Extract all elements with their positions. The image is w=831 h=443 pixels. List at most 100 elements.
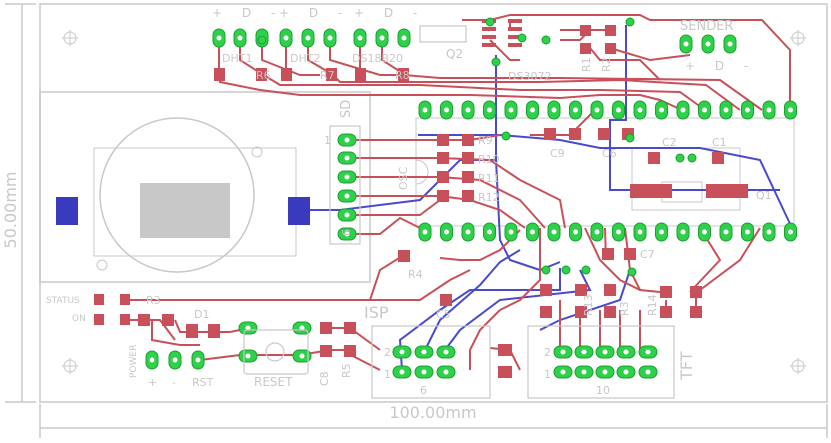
mcu-bottom-pin xyxy=(569,222,582,242)
reset-pin xyxy=(292,321,312,335)
isp-pin1-label: 1 xyxy=(384,368,391,381)
isp-pin xyxy=(436,345,456,359)
mcu-bottom-pin xyxy=(655,222,668,242)
via xyxy=(517,33,527,43)
r4-label: R4 xyxy=(408,268,423,281)
on-label: ON xyxy=(72,314,86,324)
reset-pin xyxy=(238,321,258,335)
r13-label: R13 xyxy=(582,294,595,316)
sender-pins: + D - xyxy=(685,59,756,73)
sender-pin xyxy=(679,34,693,54)
r6-label: R6 xyxy=(256,69,271,82)
via xyxy=(675,153,685,163)
isp-pin xyxy=(392,345,412,359)
sender-pin xyxy=(723,34,737,54)
mcu-top-pin xyxy=(569,100,582,120)
smd-pads xyxy=(94,19,748,378)
power-minus-label: - xyxy=(172,376,176,389)
tft-pin xyxy=(595,345,615,359)
isp-pin6-label: 6 xyxy=(420,384,427,397)
dht1-pin xyxy=(233,28,247,48)
mcu-bottom-pin xyxy=(784,222,797,242)
mcu-top-pin xyxy=(698,100,711,120)
ds18b20-label: DS18B20 xyxy=(352,52,403,65)
via xyxy=(687,153,697,163)
mcu-bottom-pin xyxy=(719,222,733,242)
tft-pin xyxy=(616,365,636,379)
c5-label: C5 xyxy=(436,308,451,321)
dht2-pin xyxy=(323,28,337,48)
sd-pin xyxy=(337,133,357,147)
isp-label: ISP xyxy=(364,303,389,322)
c2-label: C2 xyxy=(662,136,677,149)
dht2-pins: + D - xyxy=(279,6,350,20)
mcu-bottom-pin xyxy=(418,222,432,242)
via xyxy=(491,57,501,67)
power-pin xyxy=(191,350,205,370)
via xyxy=(627,267,637,277)
tft-pin10-label: 10 xyxy=(596,384,610,397)
tft-pin xyxy=(574,345,594,359)
isp-pin xyxy=(414,345,434,359)
ds18b20-pins: + D - xyxy=(354,6,425,20)
dht2-label: DHT2 xyxy=(290,52,320,65)
mcu-top-pin xyxy=(784,100,797,120)
mcu-bottom-pin xyxy=(461,222,475,242)
isp-pin xyxy=(392,365,412,379)
mcu-bottom-pin xyxy=(526,222,539,242)
sd-pin xyxy=(337,170,357,184)
tft-pin2-label: 2 xyxy=(544,346,551,359)
battery-clip-right xyxy=(288,197,310,225)
via xyxy=(501,131,511,141)
mcu-bottom-pin xyxy=(504,222,518,242)
r3b-label: R3 xyxy=(146,294,161,307)
power-plus-label: + xyxy=(148,376,157,389)
c8-label: C8 xyxy=(318,371,331,386)
sd-label: SD xyxy=(339,100,354,118)
mcu-top-pin xyxy=(741,100,754,120)
sender-pin xyxy=(701,34,715,54)
c1-label: C1 xyxy=(712,136,727,149)
r14-label: R14 xyxy=(646,294,659,316)
via xyxy=(541,265,551,275)
sd-pin6-label: 6 xyxy=(340,229,353,236)
ds3072-label: DS3072 xyxy=(508,70,551,83)
mcu-top-pin xyxy=(440,100,453,120)
mcu-top-pin xyxy=(762,100,776,120)
dht1-pins: + D - xyxy=(212,6,283,20)
isp-pin xyxy=(414,365,434,379)
mcu-top-pin xyxy=(676,100,690,120)
mcu-top-pin xyxy=(719,100,733,120)
ds18b20-pin xyxy=(397,28,411,48)
r12-label: R12 xyxy=(478,191,500,204)
q2-label: Q2 xyxy=(446,47,463,61)
c7-label: C7 xyxy=(640,248,655,261)
power-rst-label: RST xyxy=(192,376,214,389)
sd-pin xyxy=(337,208,357,222)
reset-label: RESET xyxy=(254,375,293,389)
osc-label: OSC xyxy=(397,166,410,190)
through-hole-pads xyxy=(145,17,797,379)
power-pin xyxy=(168,350,182,370)
mounting-holes xyxy=(62,30,806,374)
mounting-hole-top-left xyxy=(62,30,78,46)
battery-holder xyxy=(39,91,371,283)
tft-pin xyxy=(574,365,594,379)
silkscreen-labels: + D - + D - + D - DHT1 DHT2 DS18B20 R6 R… xyxy=(46,6,772,397)
mcu-top-pin xyxy=(504,100,518,120)
status-label: STATUS xyxy=(46,296,80,306)
via xyxy=(257,35,267,45)
mcu-top-pin xyxy=(547,100,561,120)
mcu-bottom-pin xyxy=(440,222,453,242)
mcu-bottom-pin xyxy=(698,222,711,242)
sd-pin1-label: 1 xyxy=(324,134,331,147)
r5-label: R5 xyxy=(340,363,353,378)
power-pin xyxy=(145,350,159,370)
q1-label: Q1 xyxy=(756,189,772,202)
battery-clip-left xyxy=(56,197,78,225)
c6-label: C6 xyxy=(602,147,617,160)
via xyxy=(561,265,571,275)
tft-pin xyxy=(553,365,573,379)
c9-label: C9 xyxy=(550,147,565,160)
mcu-bottom-pin xyxy=(762,222,776,242)
